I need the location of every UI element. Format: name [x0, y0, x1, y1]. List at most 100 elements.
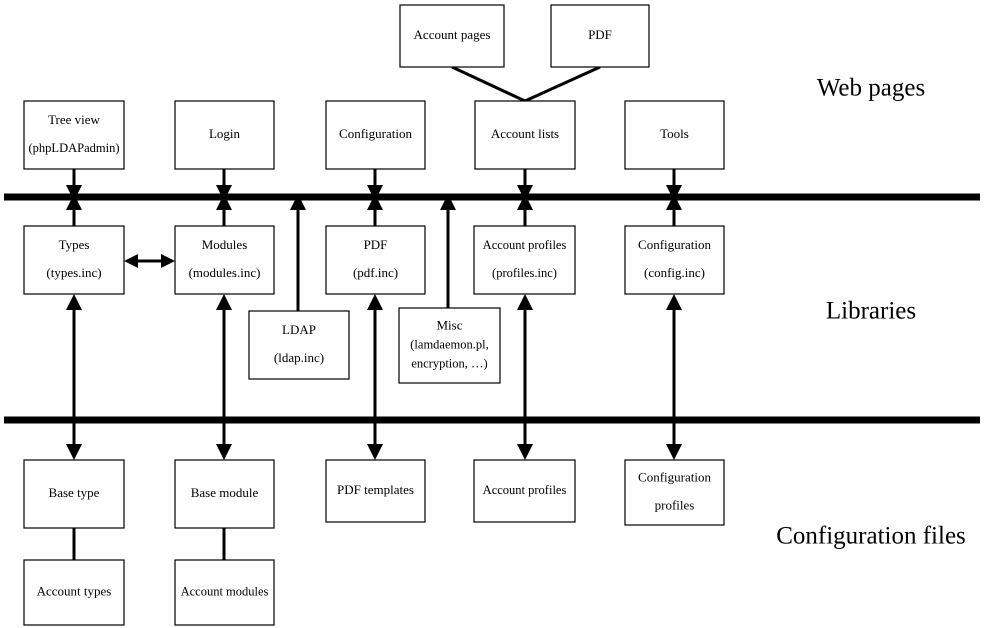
box-label-line: (config.inc): [644, 265, 705, 280]
box-tools[interactable]: Tools: [624, 100, 725, 170]
box-pdf-source[interactable]: PDF: [550, 4, 650, 68]
connector-line: [524, 65, 601, 103]
box-outline: [174, 225, 275, 295]
box-account-profiles-files[interactable]: Account profiles: [473, 459, 576, 523]
box-outline: [399, 4, 505, 68]
box-base-module[interactable]: Base module: [174, 459, 275, 529]
box-pdf-lib[interactable]: PDF (pdf.inc): [325, 225, 426, 295]
connector-account-pages-to-account-lists: [451, 65, 526, 103]
box-label-line: Account types: [37, 583, 112, 598]
box-configuration-lib[interactable]: Configuration(config.inc): [624, 225, 725, 295]
box-label-line: Configuration: [339, 126, 412, 141]
box-outline: [325, 100, 426, 170]
arrowhead-down: [216, 185, 232, 201]
box-label-line: PDF templates: [337, 482, 414, 497]
arrowhead-up: [517, 294, 533, 310]
box-label-line: Tree view: [48, 112, 100, 127]
connector-base-type-to-types: [66, 294, 82, 420]
box-outline: [23, 100, 125, 170]
box-label-line: (pdf.inc): [353, 265, 398, 280]
arrowhead-up: [367, 294, 383, 310]
box-outline: [325, 225, 426, 295]
box-label-line: (types.inc): [46, 265, 101, 280]
box-label-line: (phpLDAPadmin): [29, 141, 120, 155]
arrowhead-down: [216, 444, 232, 460]
box-types-lib[interactable]: Types (types.inc): [23, 225, 125, 295]
box-login[interactable]: Login: [174, 100, 275, 170]
arrowhead-down: [367, 185, 383, 201]
box-modules-lib[interactable]: Modules(modules.inc): [174, 225, 275, 295]
box-configuration-page[interactable]: Configuration: [325, 100, 426, 170]
box-label-line: (lamdaemon.pl,: [410, 337, 488, 351]
box-outline: [398, 307, 501, 384]
box-outline: [174, 559, 275, 626]
box-label-line: PDF: [364, 237, 388, 252]
arrowhead-down: [367, 444, 383, 460]
connector-bus-to-configuration-profiles: [666, 420, 682, 460]
box-outline: [550, 4, 650, 68]
box-label-line: Base module: [191, 485, 259, 500]
connector-pdf-source-to-account-lists: [524, 65, 601, 103]
box-ldap-lib[interactable]: LDAP(ldap.inc): [248, 310, 350, 380]
box-label-line: Account pages: [414, 27, 491, 42]
zone-label-libraries: Libraries: [826, 298, 916, 325]
arrowhead-down: [666, 185, 682, 201]
box-label-line: Account modules: [181, 584, 269, 598]
box-misc-lib[interactable]: Misc(lamdaemon.pl,encryption, …): [398, 307, 501, 384]
box-account-lists[interactable]: Account lists: [474, 100, 576, 170]
box-label-line: (profiles.inc): [492, 266, 557, 280]
connector-tree-view-to-bus: [66, 169, 82, 201]
connector-account-profiles-to-bus: [517, 194, 533, 226]
connector-bus-to-base-module: [216, 420, 232, 460]
box-base-type[interactable]: Base type: [23, 459, 125, 529]
arrowhead-up: [216, 294, 232, 310]
box-outline: [23, 559, 125, 626]
connector-pdf-templates-to-pdf-lib: [367, 294, 383, 420]
connector-line: [451, 65, 526, 103]
box-outline: [23, 459, 125, 529]
arrowhead-down: [66, 185, 82, 201]
box-label-line: Misc: [437, 317, 463, 332]
arrowhead-up: [517, 194, 533, 210]
box-label-line: profiles: [655, 497, 695, 512]
box-label-line: Account profiles: [483, 238, 567, 252]
box-account-types[interactable]: Account types: [23, 559, 125, 626]
arrowhead-down: [517, 185, 533, 201]
box-outline: [174, 100, 275, 170]
arrowhead-up: [66, 294, 82, 310]
box-tree-view[interactable]: Tree view (phpLDAPadmin): [23, 100, 125, 170]
box-outline: [473, 225, 576, 295]
box-pdf-templates[interactable]: PDF templates: [325, 459, 426, 523]
box-outline: [473, 459, 576, 523]
connector-base-module-to-modules: [216, 294, 232, 420]
connector-pdf-lib-to-bus: [367, 194, 383, 226]
box-account-pages[interactable]: Account pages: [399, 4, 505, 68]
box-outline: [248, 310, 350, 380]
box-label-line: Tools: [660, 126, 689, 141]
arrowhead-up: [666, 294, 682, 310]
box-label-line: Configuration: [638, 469, 711, 484]
zone-label-web-pages: Web pages: [817, 75, 925, 102]
arrowhead-up: [666, 194, 682, 210]
connector-bus-to-account-profiles-files: [517, 420, 533, 460]
connector-bus-to-pdf-templates: [367, 420, 383, 460]
box-label-line: Types: [59, 237, 90, 252]
arrowhead-down: [66, 444, 82, 460]
arrowhead-left: [124, 254, 138, 268]
box-account-profiles-lib[interactable]: Account profiles (profiles.inc): [473, 225, 576, 295]
box-configuration-profiles[interactable]: Configuration profiles: [624, 459, 725, 526]
connector-ldap-to-bus: [290, 194, 306, 311]
box-label-line: LDAP: [282, 322, 316, 337]
arrowhead-up: [367, 194, 383, 210]
box-account-modules[interactable]: Account modules: [174, 559, 275, 626]
connector-types-modules-bidirectional: [124, 254, 175, 268]
arrowhead-up: [440, 194, 456, 210]
box-label-line: Login: [209, 126, 241, 141]
box-label-line: (modules.inc): [189, 265, 261, 280]
connector-bus-to-base-type: [66, 420, 82, 460]
box-outline: [325, 459, 426, 523]
connector-misc-to-bus: [440, 194, 456, 308]
